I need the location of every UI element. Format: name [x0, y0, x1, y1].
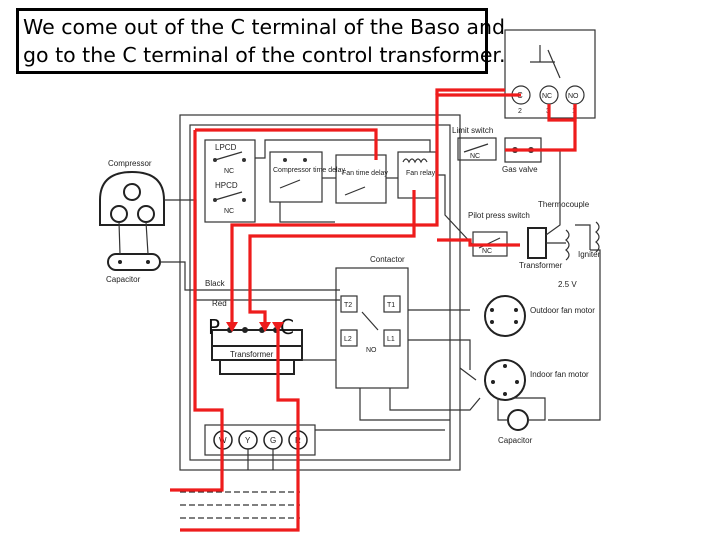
outdoor-fan-motor: Outdoor fan motor [484, 295, 595, 337]
t1-label: T1 [387, 302, 395, 309]
p-marker: P [208, 315, 220, 339]
baso-2-label: 2 [518, 108, 522, 115]
control-transformer: Black Red Transformer P C [205, 279, 303, 375]
nc2-label: NC [224, 208, 234, 215]
highlighted-wire-path [170, 88, 577, 532]
thermocouple-label: Thermocouple [538, 200, 590, 209]
compressor-label: Compressor [108, 159, 152, 168]
field-wiring [180, 491, 300, 519]
pressure-switch-box: LPCD NC HPCD NC [204, 139, 256, 223]
comp-delay-label: Compressor time delay [273, 167, 345, 174]
baso-no-label: NO [568, 93, 579, 100]
nc4-label: NC [482, 248, 492, 255]
nc3-label: NC [470, 153, 480, 160]
baso-nc-label: NC [542, 93, 552, 100]
gas-valve-label: Gas valve [502, 165, 538, 174]
compressor-time-delay: Compressor time delay [269, 151, 345, 203]
fan-relay-label: Fan relay [406, 170, 436, 177]
fan-delay-label: Fan time delay [342, 170, 388, 177]
limit-switch: Limit switch NC [452, 126, 497, 161]
contactor: Contactor T2 T1 L2 L1 NO [335, 255, 409, 389]
fan-relay: Fan relay [397, 151, 437, 199]
caption-box: We come out of the C terminal of the Bas… [16, 8, 506, 74]
transformer-arrows [226, 322, 284, 332]
caption-line-1: We come out of the C terminal of the Bas… [23, 15, 505, 39]
cabinet-inner [189, 124, 451, 461]
capacitor-bottom-label: Capacitor [498, 436, 533, 445]
compressor: Compressor Capacitor [99, 159, 165, 284]
igniter-assembly: Igniter Transformer 2.5 V [519, 221, 601, 289]
caption-line-2: go to the C terminal of the control tran… [23, 43, 506, 67]
hpcd-label: HPCD [215, 181, 238, 190]
cabinet-outline [179, 114, 461, 471]
terminal-g-label: G [270, 436, 276, 445]
l2-label: L2 [344, 336, 352, 343]
red-wire-label: Red [212, 299, 227, 308]
contactor-label: Contactor [370, 255, 405, 264]
capacitor-top-label: Capacitor [106, 275, 141, 284]
fan-time-delay: Fan time delay [335, 154, 388, 204]
pilot-press-label: Pilot press switch [468, 211, 530, 220]
indoor-fan-label: Indoor fan motor [530, 370, 589, 379]
igniter-label: Igniter [578, 250, 601, 259]
indoor-fan-motor: Indoor fan motor Capacitor [459, 359, 589, 445]
gas-valve: Gas valve [502, 137, 542, 174]
nc1-label: NC [224, 168, 234, 175]
terminal-y-label: Y [245, 436, 251, 445]
lpcd-label: LPCD [215, 143, 237, 152]
transformer-label: Transformer [230, 350, 274, 359]
pilot-press-switch: Pilot press switch NC [468, 211, 530, 257]
c-marker: C [280, 315, 294, 339]
no-label: NO [366, 347, 377, 354]
transformer-right-label: Transformer [519, 261, 563, 270]
outdoor-fan-label: Outdoor fan motor [530, 306, 595, 315]
t2-label: T2 [344, 302, 352, 309]
black-wire-label: Black [205, 279, 226, 288]
l1-label: L1 [387, 336, 395, 343]
limit-switch-label: Limit switch [452, 126, 493, 135]
voltage-label: 2.5 V [558, 280, 577, 289]
